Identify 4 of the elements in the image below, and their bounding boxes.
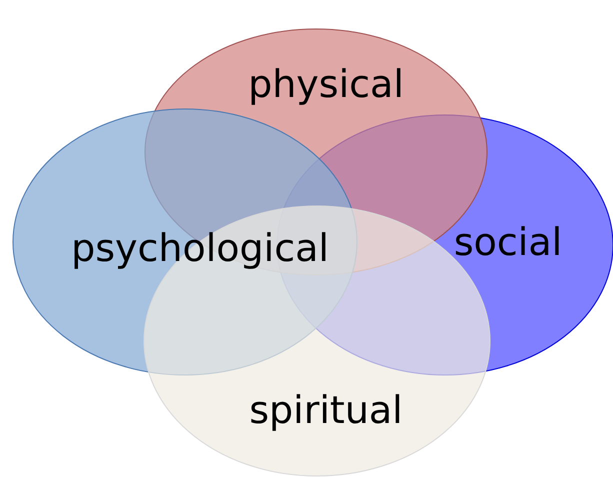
set-label: social — [454, 220, 562, 264]
set-label: physical — [248, 62, 404, 106]
set-label: spiritual — [249, 388, 403, 432]
set-label: psychological — [71, 226, 329, 270]
